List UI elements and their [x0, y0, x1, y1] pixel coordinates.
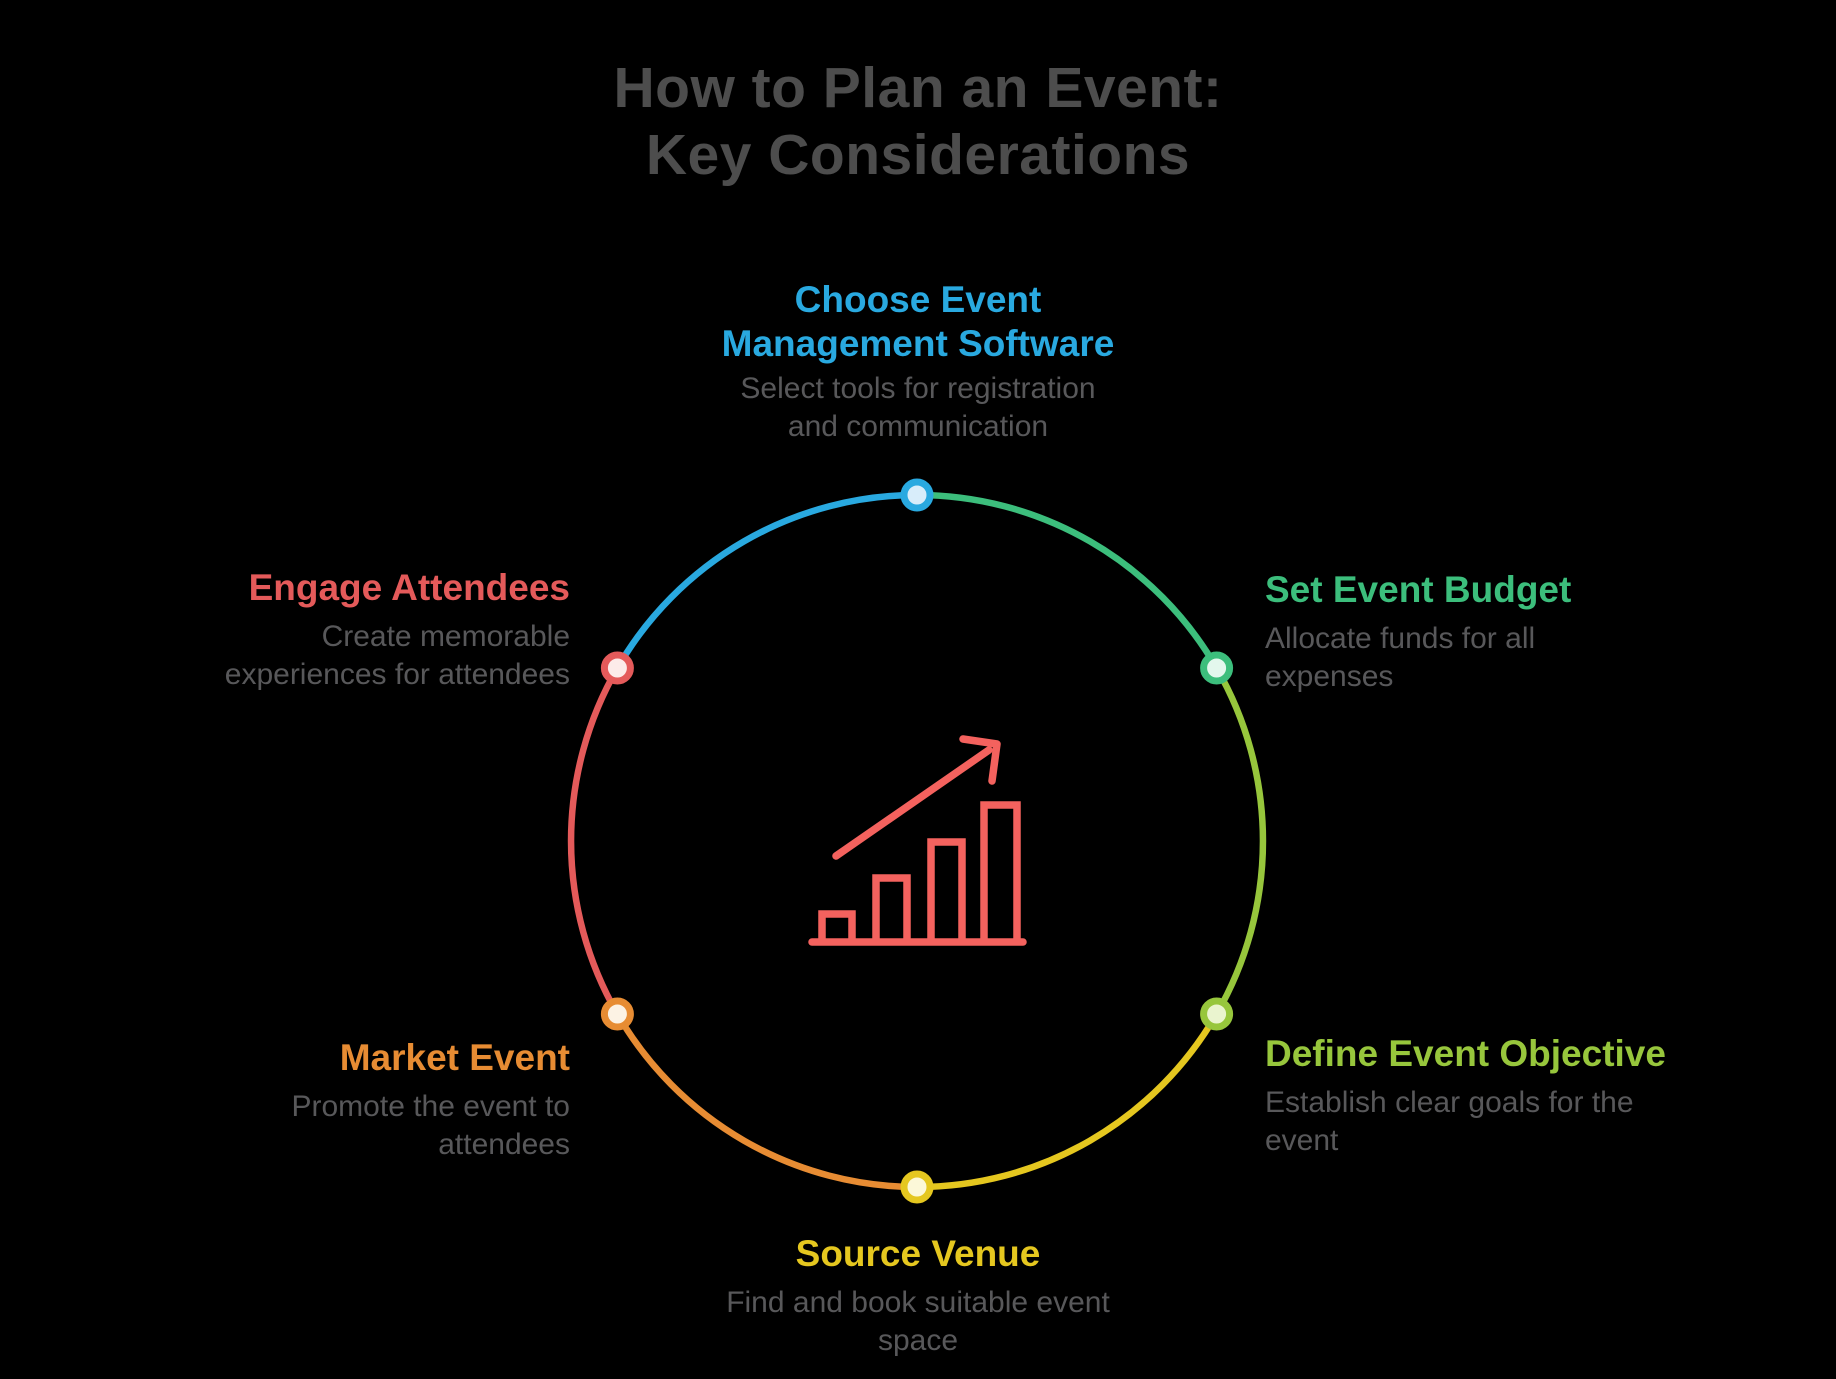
node-set-budget — [1200, 651, 1234, 685]
step-description-line: event — [1265, 1124, 1339, 1157]
step-description-line: and communication — [787, 410, 1049, 443]
step-label-line: Market Event — [339, 1037, 570, 1078]
step-description: Establish clear goals for the event — [1265, 1084, 1715, 1160]
step-description: Promote the event to attendees — [130, 1088, 571, 1164]
step-description-line: Establish clear goals for the — [1265, 1086, 1634, 1119]
step-label: Choose Event Management Software — [0, 278, 1836, 366]
arc-segment-to-source-venue — [916, 1012, 1220, 1191]
step-description: Create memorable experiences for attende… — [130, 618, 570, 694]
node-engage-attendees — [600, 651, 634, 685]
step-label: Define Event Objective — [1265, 1032, 1715, 1076]
step-label: Engage Attendees — [130, 566, 570, 610]
step-choose-software: Choose Event Management Software Select … — [0, 278, 1836, 446]
step-label-line: Source Venue — [795, 1233, 1041, 1274]
arc-segment-to-market-event — [614, 1012, 918, 1191]
arc-segment-to-set-budget — [916, 491, 1220, 670]
step-label-line: Define Event Objective — [1265, 1033, 1666, 1074]
page-title-line-2: Key Considerations — [645, 123, 1191, 187]
arc-segment-to-choose-software — [614, 491, 918, 670]
trend-arrow-head — [959, 735, 1001, 785]
step-description-line: Promote the event to — [291, 1090, 571, 1123]
step-label: Source Venue — [0, 1232, 1836, 1276]
step-description: Allocate funds for all expenses — [1265, 620, 1705, 696]
step-description: Select tools for registration and commun… — [0, 370, 1836, 446]
step-label: Set Event Budget — [1265, 568, 1705, 612]
node-define-objective — [1200, 997, 1234, 1031]
step-set-budget: Set Event Budget Allocate funds for all … — [1265, 568, 1705, 696]
cycle-nodes — [600, 478, 1234, 1204]
step-description-line: Select tools for registration — [740, 372, 1096, 405]
trend-arrow-shaft — [832, 746, 993, 860]
arc-segment-to-engage-attendees — [567, 666, 621, 1016]
step-market-event: Market Event Promote the event to attend… — [130, 1036, 571, 1164]
node-market-event — [600, 997, 634, 1031]
chart-bar-3 — [927, 838, 966, 942]
step-description-line: Allocate funds for all — [1265, 622, 1536, 655]
page-title-line-1: How to Plan an Event: — [613, 56, 1223, 120]
arc-segment-to-define-objective — [1213, 666, 1267, 1016]
step-description-line: attendees — [438, 1128, 570, 1161]
step-label-line: Engage Attendees — [248, 567, 570, 608]
step-label: Market Event — [130, 1036, 570, 1080]
step-source-venue: Source Venue Find and book suitable even… — [0, 1232, 1836, 1360]
step-description-line: space — [877, 1324, 959, 1357]
cycle-arcs — [567, 491, 1267, 1191]
step-description-line: experiences for attendees — [224, 658, 570, 691]
step-label-line: Management Software — [721, 323, 1115, 364]
node-choose-software — [900, 478, 934, 512]
chart-bar-4 — [980, 801, 1021, 942]
step-label-line: Set Event Budget — [1265, 569, 1572, 610]
step-engage-attendees: Engage Attendees Create memorable experi… — [130, 566, 570, 694]
node-source-venue — [900, 1170, 934, 1204]
step-description-line: Create memorable — [321, 620, 570, 653]
page-title: How to Plan an Event: Key Considerations — [0, 55, 1836, 189]
growth-chart-icon — [808, 735, 1027, 946]
step-description: Find and book suitable event space — [0, 1284, 1836, 1360]
chart-bar-1 — [818, 910, 856, 942]
step-description-line: expenses — [1265, 660, 1394, 693]
step-label-line: Choose Event — [794, 279, 1042, 320]
step-define-objective: Define Event Objective Establish clear g… — [1265, 1032, 1715, 1160]
step-description-line: Find and book suitable event — [726, 1286, 1110, 1319]
chart-bar-2 — [872, 874, 911, 942]
